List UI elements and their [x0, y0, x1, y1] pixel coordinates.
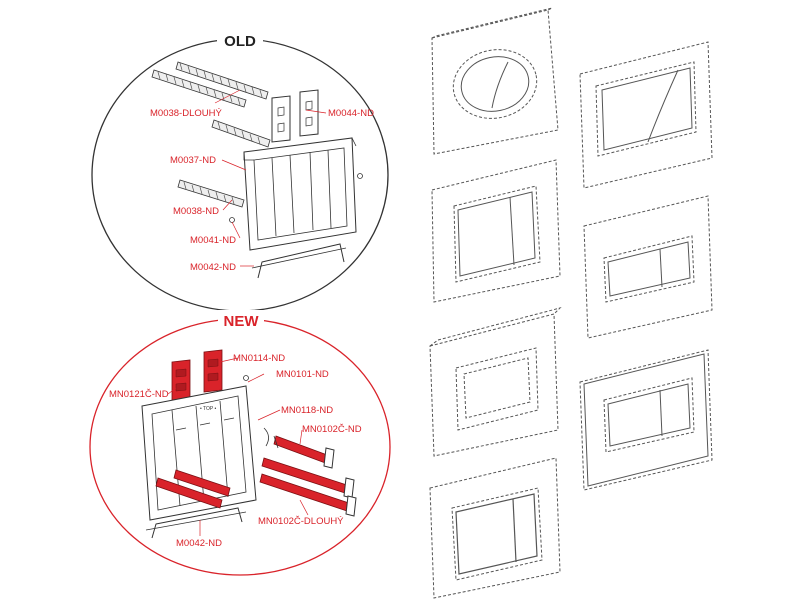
old-heading: OLD: [224, 33, 256, 50]
old-frame: [243, 137, 363, 251]
plate-flat-dual: [583, 195, 713, 339]
label-m0042-new: M0042-ND: [176, 538, 222, 549]
old-heading-bg: [217, 30, 263, 50]
new-section: NEW • TOP •: [89, 310, 391, 576]
label-mn0121c: MN0121Č-ND: [109, 389, 169, 400]
old-section: OLD: [91, 30, 389, 312]
plate-inset-single: [429, 307, 562, 457]
label-m0038-dlouhy: M0038-DLOUHÝ: [150, 108, 222, 119]
label-m0044: M0044-ND: [328, 108, 374, 119]
label-mn0102c: MN0102Č-ND: [302, 424, 362, 435]
label-m0042-old: M0042-ND: [190, 262, 236, 273]
label-m0041: M0041-ND: [190, 235, 236, 246]
label-mn0101: MN0101-ND: [276, 369, 329, 380]
svg-text:• TOP •: • TOP •: [200, 406, 217, 412]
label-m0037: M0037-ND: [170, 155, 216, 166]
new-wire: [151, 507, 243, 539]
plate-oval: [431, 7, 559, 155]
new-heading: NEW: [224, 313, 260, 330]
old-leaders: [214, 89, 327, 267]
new-red-brackets: [171, 349, 223, 403]
label-m0038: M0038-ND: [173, 206, 219, 217]
plate-framed-dual: [579, 349, 713, 491]
old-short-rod: [211, 119, 271, 148]
new-red-rods-frame: [155, 469, 231, 509]
label-mn0102c-dlouhy: MN0102Č-DLOUHÝ: [258, 516, 344, 527]
new-heading-bg: [218, 310, 264, 330]
new-mn0102c-rod: [273, 435, 335, 469]
old-m0038-rod: [177, 179, 245, 208]
new-mn0102c-long-rods: [259, 457, 357, 517]
label-mn0118: MN0118-ND: [281, 405, 333, 416]
flush-plates: [429, 7, 713, 599]
plate-wave: [579, 41, 713, 189]
old-m0044-brackets: [271, 89, 319, 143]
new-leaders: [167, 357, 309, 536]
old-wire: [257, 243, 345, 279]
old-long-rods: [151, 61, 269, 108]
plate-dual-square: [431, 159, 561, 303]
old-screw: [229, 217, 235, 223]
plate-rounded-dual: [429, 457, 561, 599]
label-mn0114: MN0114-ND: [233, 353, 285, 364]
